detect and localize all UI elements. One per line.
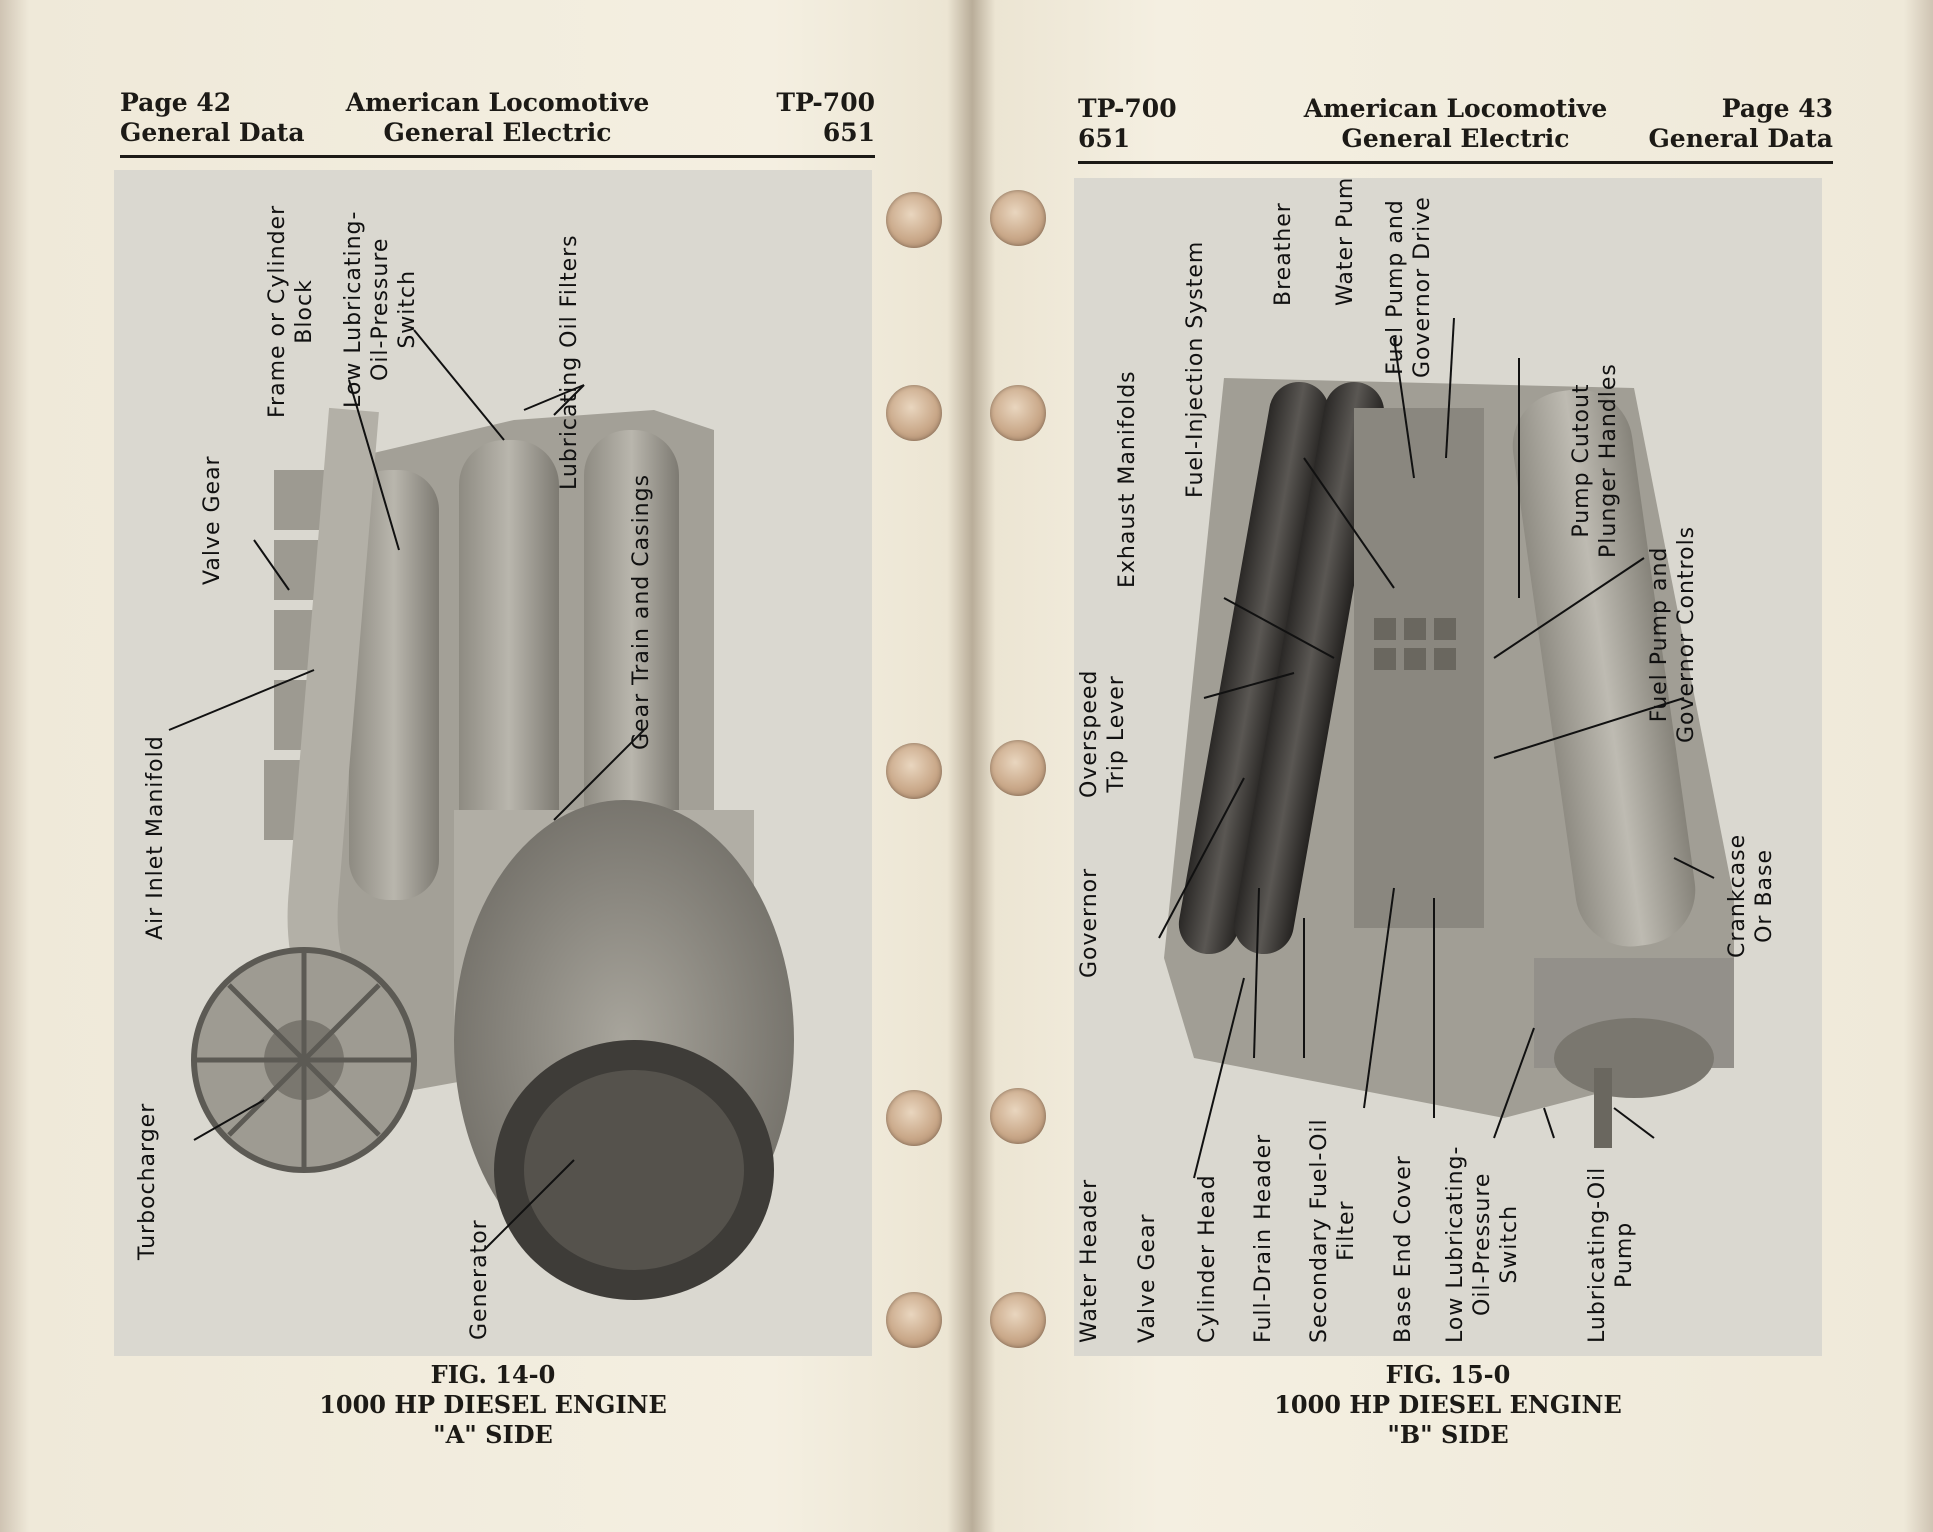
engine-illustration: [114, 170, 872, 1356]
label-lubricating-oil-pump: Lubricating-Oil Pump: [1585, 1166, 1637, 1343]
figure-title: 1000 HP DIESEL ENGINE: [319, 1390, 667, 1419]
figure-side: "A" SIDE: [433, 1420, 553, 1449]
figure-side: "B" SIDE: [1387, 1420, 1509, 1449]
label-base-end-cover: Base End Cover: [1391, 1155, 1416, 1343]
figure-number: FIG. 14-0: [430, 1360, 556, 1389]
company-line-1: American Locomotive: [345, 88, 650, 117]
label-water-header: Water Header: [1077, 1178, 1102, 1343]
label-water-pump: Water Pump: [1333, 178, 1358, 306]
label-pump-cutout-plunger-handles: Pump Cutout Plunger Handles: [1569, 363, 1621, 558]
figure-title: 1000 HP DIESEL ENGINE: [1274, 1390, 1622, 1419]
label-breather: Breather: [1271, 202, 1296, 306]
doc-code: TP-700: [1078, 94, 1177, 123]
page-42: Page 42 General Data American Locomotive…: [0, 0, 965, 1532]
label-governor: Governor: [1077, 867, 1102, 978]
engine-illustration: [1074, 178, 1822, 1356]
binder-hole: [990, 1292, 1046, 1348]
figure-caption: FIG. 15-0 1000 HP DIESEL ENGINE "B" SIDE: [1074, 1360, 1822, 1450]
label-valve-gear: Valve Gear: [200, 455, 225, 585]
section-name: General Data: [120, 118, 305, 147]
engine-photo-a-side: Turbocharger Air Inlet Manifold Valve Ge…: [114, 170, 872, 1356]
doc-number: 651: [822, 118, 875, 147]
binder-hole: [886, 1090, 942, 1146]
doc-code: TP-700: [776, 88, 875, 117]
page-header: TP-700 651 American Locomotive General E…: [1078, 94, 1833, 164]
label-lubricating-oil-filters: Lubricating Oil Filters: [557, 234, 582, 490]
binder-hole: [990, 1088, 1046, 1144]
binder-hole: [990, 740, 1046, 796]
label-air-inlet-manifold: Air Inlet Manifold: [143, 735, 168, 940]
figure-number: FIG. 15-0: [1385, 1360, 1511, 1389]
label-generator: Generator: [467, 1219, 492, 1340]
label-secondary-fuel-oil-filter: Secondary Fuel-Oil Filter: [1307, 1118, 1359, 1343]
label-overspeed-trip-lever: Overspeed Trip Lever: [1077, 669, 1129, 798]
label-fuel-pump-governor-controls: Fuel Pump and Governor Controls: [1647, 525, 1699, 743]
doc-number: 651: [1078, 124, 1131, 153]
label-valve-gear: Valve Gear: [1135, 1213, 1160, 1343]
binder-hole: [990, 190, 1046, 246]
page-header: Page 42 General Data American Locomotive…: [120, 88, 875, 158]
label-gear-train-casings: Gear Train and Casings: [629, 473, 654, 750]
label-crankcase-base: Crankcase Or Base: [1725, 833, 1777, 958]
label-low-lube-pressure-switch: Low Lubricating- Oil-Pressure Switch: [1443, 1145, 1522, 1343]
company-line-2: General Electric: [1341, 124, 1570, 153]
page-number: Page 43: [1721, 94, 1833, 123]
binder-hole: [886, 1292, 942, 1348]
label-frame-cylinder-block: Frame or Cylinder Block: [265, 204, 317, 418]
label-turbocharger: Turbocharger: [135, 1102, 160, 1260]
label-cylinder-head: Cylinder Head: [1195, 1174, 1220, 1343]
label-fuel-injection-system: Fuel-Injection System: [1183, 240, 1208, 498]
section-name: General Data: [1648, 124, 1833, 153]
figure-caption: FIG. 14-0 1000 HP DIESEL ENGINE "A" SIDE: [114, 1360, 872, 1450]
binder-hole: [990, 385, 1046, 441]
binder-hole: [886, 192, 942, 248]
label-low-lube-pressure-switch: Low Lubricating- Oil-Pressure Switch: [341, 210, 420, 408]
binder-hole: [886, 385, 942, 441]
label-fuel-pump-governor-drive: Fuel Pump and Governor Drive: [1383, 196, 1435, 378]
label-full-drain-header: Full-Drain Header: [1251, 1133, 1276, 1343]
company-line-1: American Locomotive: [1303, 94, 1608, 123]
company-line-2: General Electric: [383, 118, 612, 147]
label-exhaust-manifolds: Exhaust Manifolds: [1115, 370, 1140, 588]
engine-photo-b-side: Water Header Governor Overspeed Trip Lev…: [1074, 178, 1822, 1356]
binder-hole: [886, 743, 942, 799]
page-number: Page 42: [120, 88, 232, 117]
page-43: TP-700 651 American Locomotive General E…: [968, 0, 1933, 1532]
